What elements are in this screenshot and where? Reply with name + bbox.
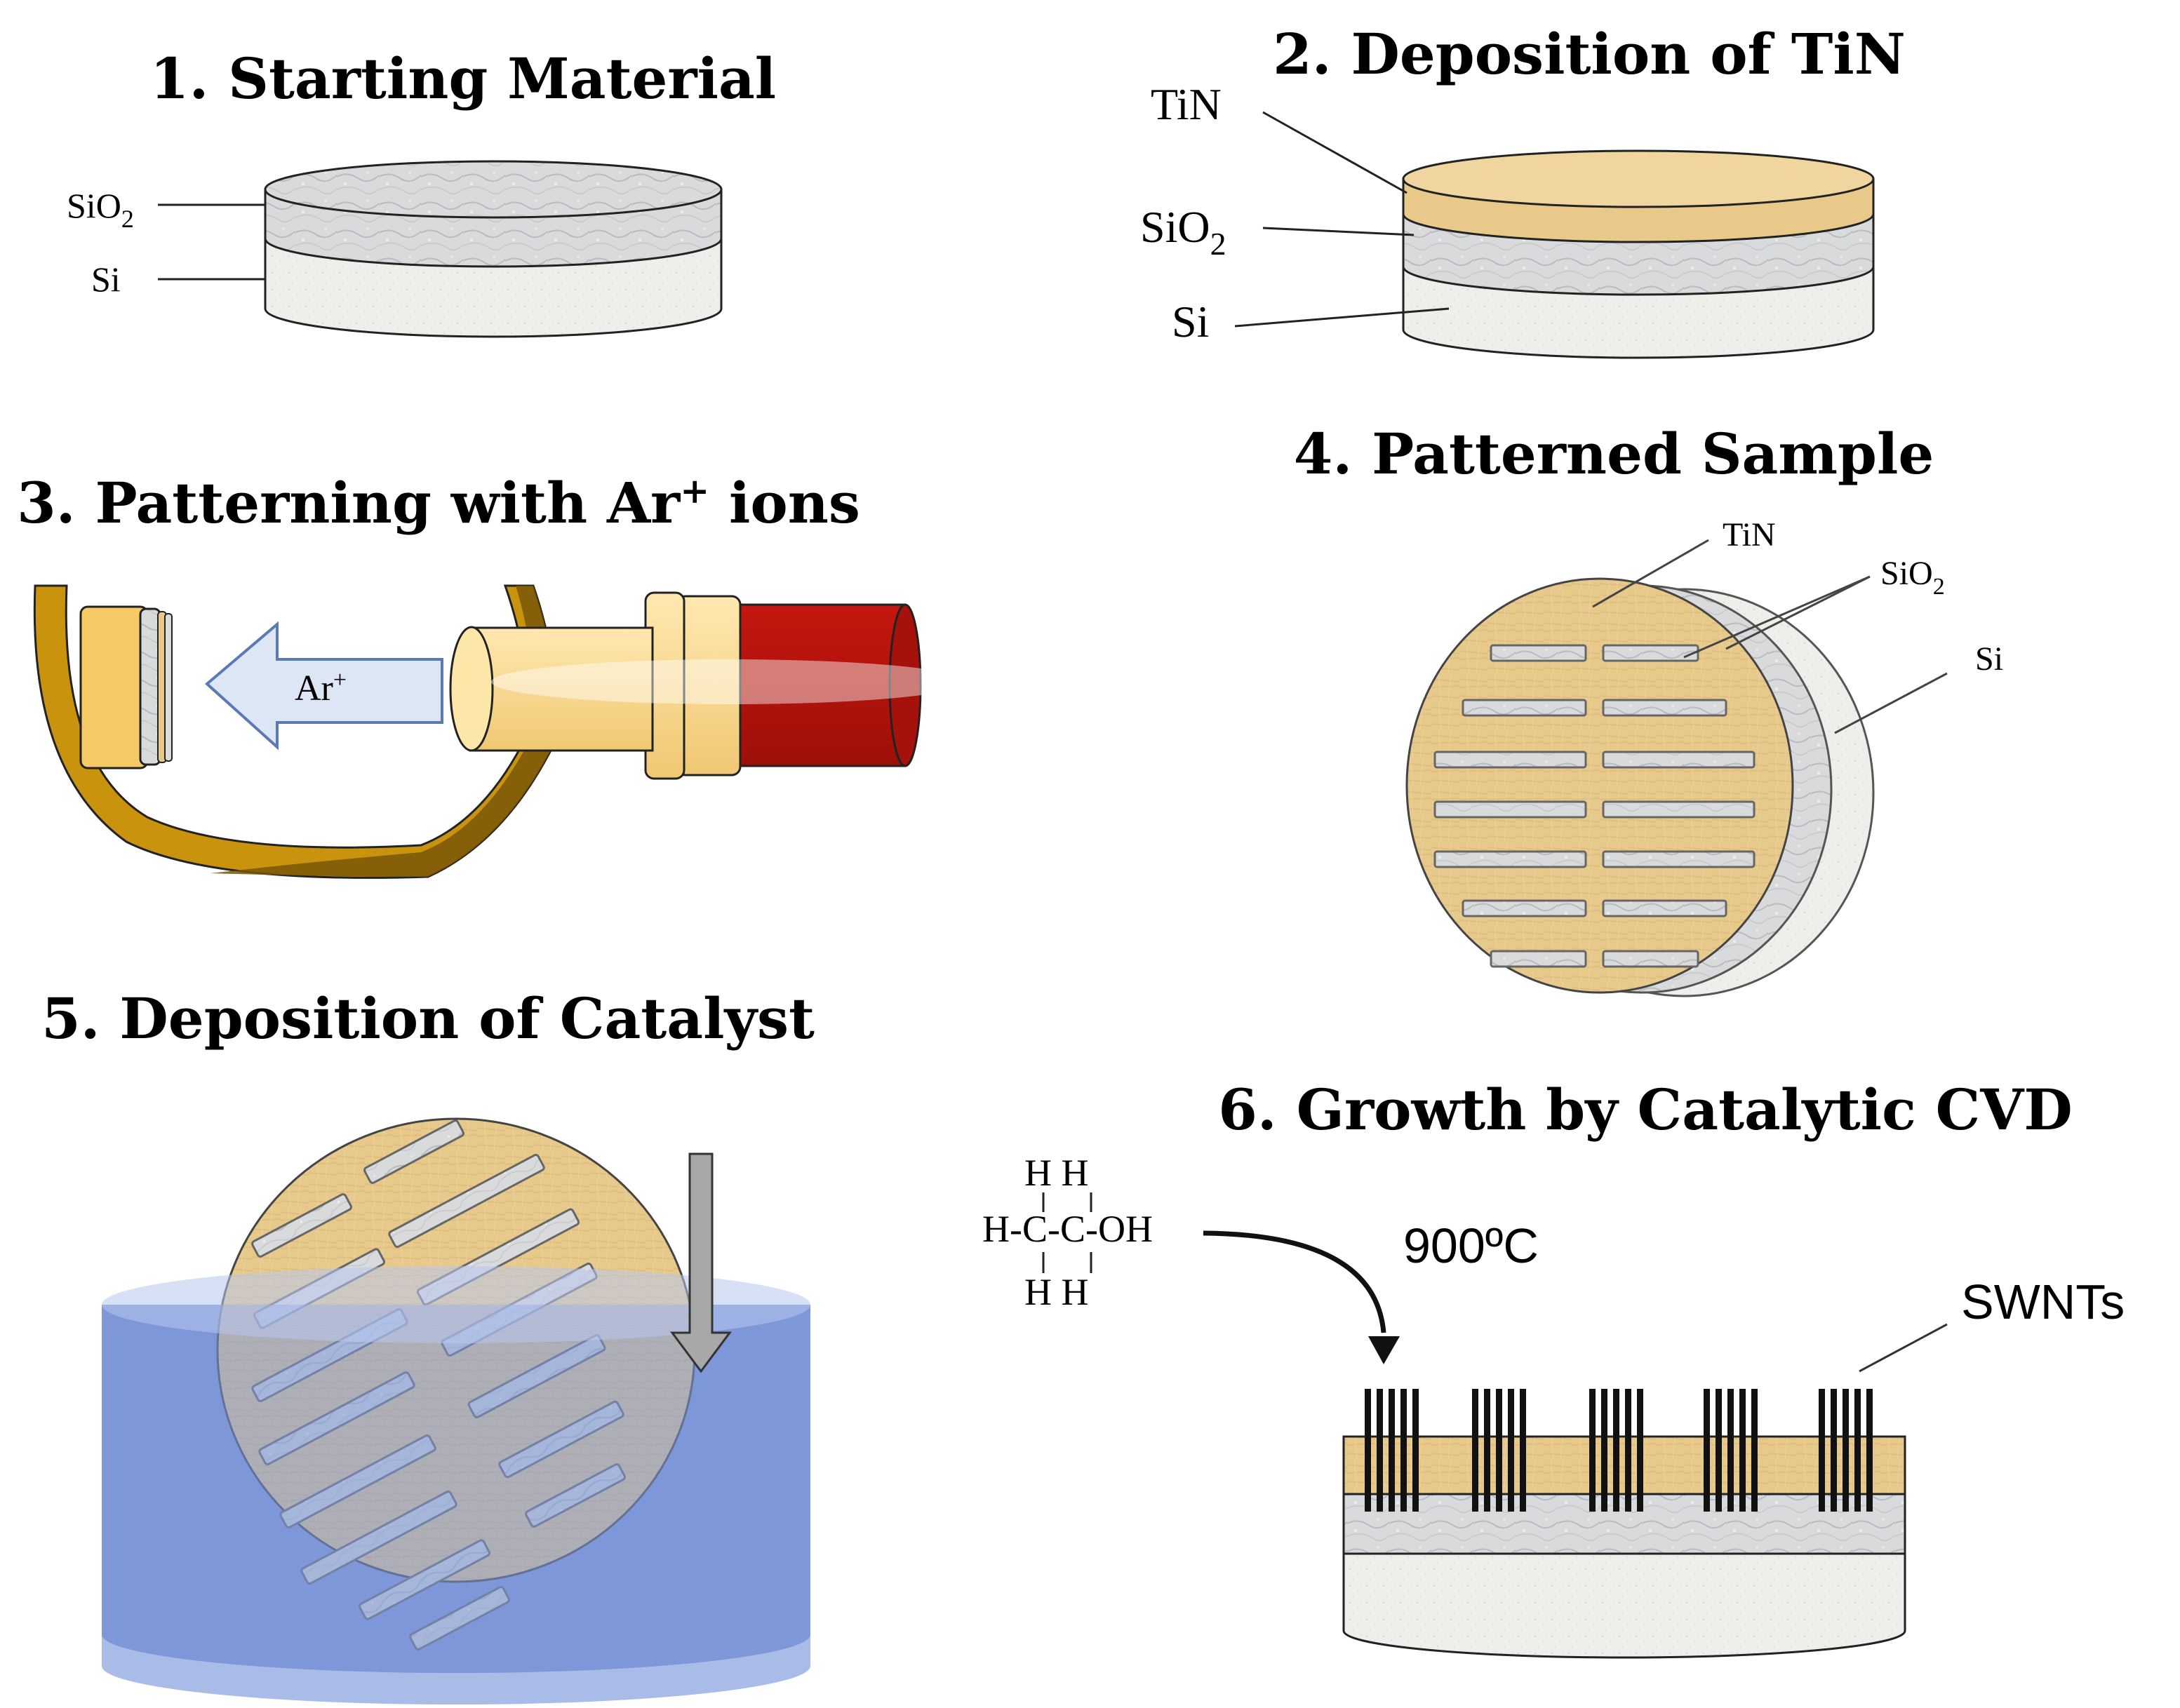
panel-6-title: 6. Growth by Catalytic CVD <box>1218 1077 2073 1143</box>
si-leader-line <box>1834 672 1948 734</box>
ion-gun-nozzle <box>469 626 654 752</box>
swnt-bundle-4 <box>1704 1389 1758 1512</box>
tin-label: TiN <box>1151 79 1222 129</box>
panel-4-patterned-sample: 4. Patterned Sample TiN SiO2 S <box>1294 421 2003 997</box>
molecule-bottom-h: H H <box>1024 1271 1089 1313</box>
tin-top-surface <box>1402 149 1875 208</box>
tin-leader-line <box>1592 539 1709 608</box>
temperature-label: 900ºC <box>1403 1218 1539 1273</box>
sio2-label: SiO2 <box>67 186 134 233</box>
catalyst-liquid-overlay <box>102 1305 810 1673</box>
panel-6-growth-by-cvd: 6. Growth by Catalytic CVD H H H-C-C-OH … <box>982 1077 2125 1659</box>
catalyst-bath-base <box>102 1634 810 1704</box>
ethanol-molecule: H H H-C-C-OH H H <box>982 1152 1153 1313</box>
panel-3-title: 3. Patterning with Ar+ ions <box>17 470 860 536</box>
molecule-top-h: H H <box>1024 1152 1089 1194</box>
sio2-label: SiO2 <box>1140 202 1226 262</box>
ar-ion-label: Ar+ <box>295 667 347 708</box>
si-layer <box>1342 1552 1906 1659</box>
sio2-leader-line-1 <box>1683 575 1871 659</box>
nanotube-bundles <box>1365 1389 1873 1512</box>
molecule-main-chain: H-C-C-OH <box>982 1208 1153 1250</box>
tin-label: TiN <box>1723 516 1776 553</box>
dip-arrow <box>670 1152 732 1373</box>
panel-1-title: 1. Starting Material <box>150 46 776 112</box>
ar-ion-arrow <box>204 621 443 751</box>
sample-holder <box>79 605 149 769</box>
flow-arrow <box>1203 1230 1386 1333</box>
sio2-label: SiO2 <box>1880 555 1945 600</box>
swnts-leader-line <box>1859 1323 1948 1373</box>
panel-1-starting-material: 1. Starting Material SiO2 Si <box>67 46 776 338</box>
swnt-bundle-2 <box>1472 1389 1526 1512</box>
tin-leader-line <box>1262 111 1407 194</box>
si-label: Si <box>91 260 121 299</box>
panel-5-deposition-of-catalyst: 5. Deposition of Catalyst <box>41 986 815 1704</box>
sio2-leader-line-2 <box>1725 575 1871 650</box>
si-leader-line <box>1234 307 1450 328</box>
ion-gun-nozzle-face <box>449 626 494 752</box>
si-label: Si <box>1975 640 2003 678</box>
sio2-leader-line <box>1262 227 1415 236</box>
swnt-bundle-5 <box>1819 1389 1873 1512</box>
sio2-trenches <box>1433 644 1756 968</box>
catalyst-bath-surface <box>102 1266 810 1343</box>
panel-3-patterning: 3. Patterning with Ar+ ions Ar+ <box>17 470 968 879</box>
sample-tin-edge-2 <box>164 613 173 762</box>
swnts-label: SWNTs <box>1961 1275 2125 1329</box>
flow-arrow-head <box>1368 1336 1400 1364</box>
panel-4-title: 4. Patterned Sample <box>1294 421 1934 487</box>
panel-2-deposition-of-tin: 2. Deposition of TiN TiN SiO2 Si <box>1140 21 1906 359</box>
sample-sio2-edge <box>139 607 161 766</box>
panel-5-title: 5. Deposition of Catalyst <box>41 986 815 1051</box>
ion-gun-red-end <box>888 603 922 767</box>
ion-beam-glow <box>491 659 968 704</box>
swnt-bundle-3 <box>1589 1389 1643 1512</box>
tin-layer <box>1342 1435 1906 1495</box>
sio2-top-surface <box>264 160 723 219</box>
si-label: Si <box>1172 297 1209 347</box>
tin-disc <box>1405 577 1794 994</box>
swnt-bundle-1 <box>1365 1389 1419 1512</box>
panel-2-title: 2. Deposition of TiN <box>1273 21 1906 87</box>
